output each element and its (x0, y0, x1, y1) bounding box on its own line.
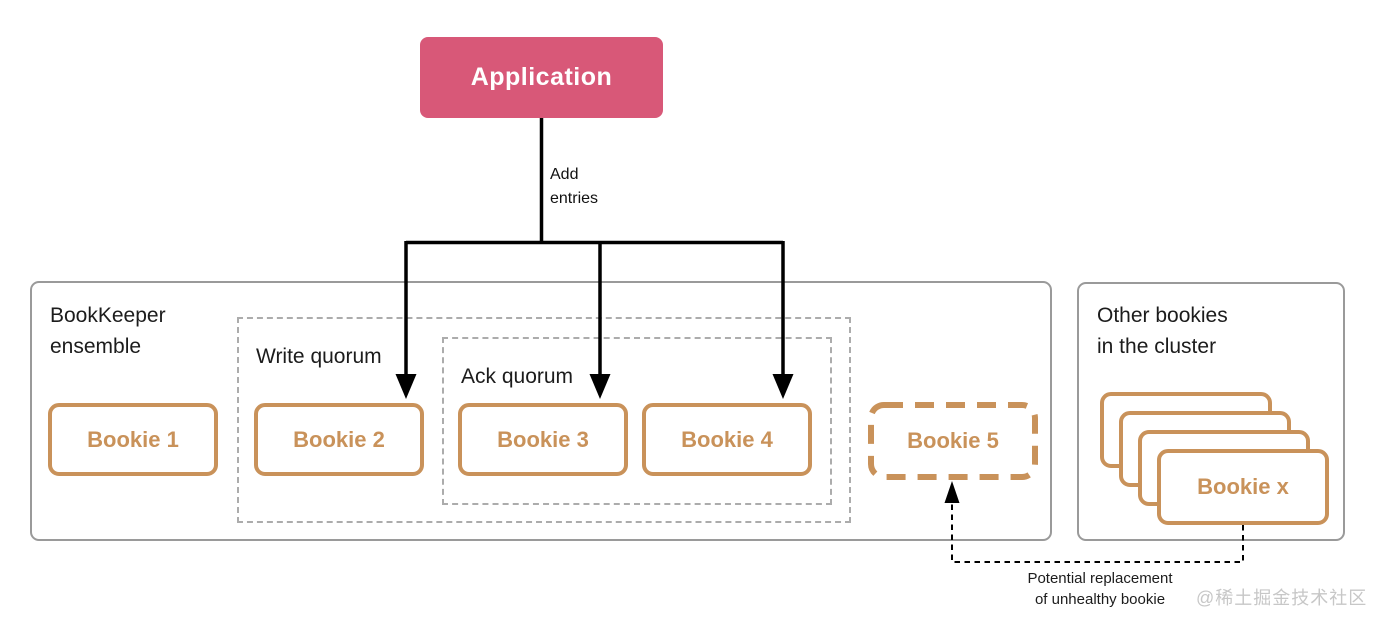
application-label: Application (470, 63, 613, 91)
other-bookies-title-line1: Other bookies (1097, 304, 1228, 327)
watermark: @稀土掘金技术社区 (1196, 588, 1368, 608)
bookie-2-box: Bookie 2 (254, 403, 424, 476)
bookie-x-label: Bookie x (1197, 474, 1289, 499)
replacement-note: Potential replacement of unhealthy booki… (1000, 568, 1200, 610)
bookie-x-box: Bookie x (1157, 449, 1329, 525)
bookie-5-dashed-border (868, 402, 1038, 480)
replacement-note-line2: of unhealthy bookie (1034, 591, 1166, 608)
replacement-note-line1: Potential replacement (1027, 570, 1173, 587)
other-bookies-title-line2: in the cluster (1097, 335, 1217, 358)
add-entries-line1: Add (550, 166, 579, 183)
bookie-5-box: Bookie 5 (868, 402, 1038, 480)
bookie-3-label: Bookie 3 (497, 426, 589, 452)
ack-quorum-title: Ack quorum (461, 365, 574, 388)
application-box: Application (420, 37, 663, 118)
write-quorum-box (237, 317, 851, 523)
write-quorum-title: Write quorum (256, 345, 382, 368)
ensemble-title-line1: BookKeeper (50, 304, 166, 327)
bookie-4-label: Bookie 4 (681, 426, 773, 452)
add-entries-line2: entries (550, 190, 599, 207)
ack-quorum-box (442, 337, 832, 505)
bookie-4-box: Bookie 4 (642, 403, 812, 476)
add-entries-label: Add entries (550, 163, 598, 211)
bookie-5-label: Bookie 5 (907, 428, 999, 453)
bookie-1-box: Bookie 1 (48, 403, 218, 476)
other-bookies-title: Other bookies in the cluster (1097, 300, 1228, 362)
bookie-3-box: Bookie 3 (458, 403, 628, 476)
bookkeeper-ensemble-title: BookKeeper ensemble (50, 300, 166, 362)
bookie-1-label: Bookie 1 (87, 426, 179, 452)
ensemble-title-line2: ensemble (50, 335, 142, 358)
bookie-2-label: Bookie 2 (293, 426, 385, 452)
